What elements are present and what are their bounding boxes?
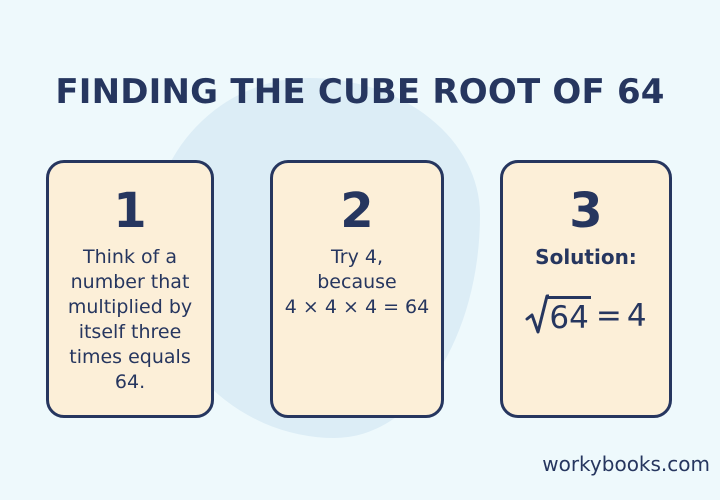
step-1-line: Think of a xyxy=(82,246,177,268)
cube-root-equation: 64 = 4 xyxy=(503,289,669,337)
step-1-line: times equals xyxy=(69,346,191,368)
brand-watermark: workybooks.com xyxy=(542,452,710,476)
step-1-line: 64. xyxy=(114,371,146,393)
step-1-line: itself three xyxy=(78,321,182,343)
step-text-1: Think of a number that multiplied by its… xyxy=(53,245,207,395)
step-card-2: 2 Try 4, because 4 × 4 × 4 = 64 xyxy=(270,160,444,418)
solution-label: Solution: xyxy=(535,245,637,269)
equals-sign: = xyxy=(595,298,622,334)
step-1-line: number that xyxy=(70,271,190,293)
step-number-1: 1 xyxy=(113,183,147,239)
radicand: 64 xyxy=(547,296,591,335)
step-number-2: 2 xyxy=(340,183,374,239)
equation-result: 4 xyxy=(626,298,647,334)
step-text-2: Try 4, because 4 × 4 × 4 = 64 xyxy=(277,245,437,320)
step-card-1: 1 Think of a number that multiplied by i… xyxy=(46,160,214,418)
radical-expression: 64 xyxy=(525,291,591,335)
page-title: FINDING THE CUBE ROOT OF 64 xyxy=(55,72,665,112)
step-number-3: 3 xyxy=(569,183,603,239)
step-2-line: 4 × 4 × 4 = 64 xyxy=(284,296,430,318)
step-card-3: 3 Solution: 64 = 4 xyxy=(500,160,672,418)
step-2-line: because xyxy=(317,271,397,293)
radical-sign-icon xyxy=(525,294,550,334)
step-1-line: multiplied by xyxy=(67,296,193,318)
step-2-line: Try 4, xyxy=(330,246,384,268)
